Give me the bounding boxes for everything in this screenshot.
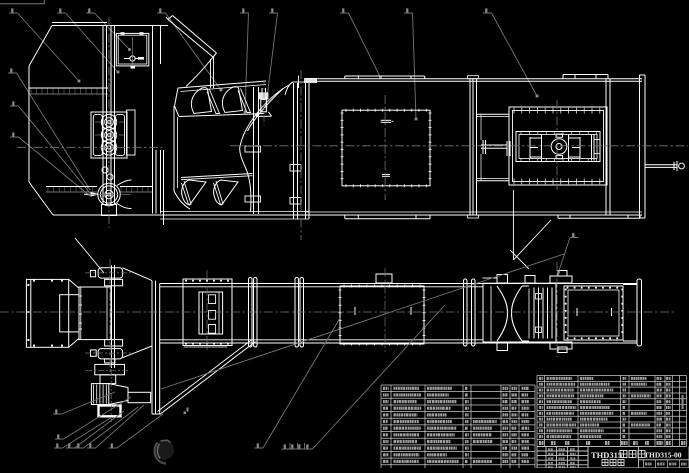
svg-text:THD315: THD315: [591, 450, 622, 460]
svg-text:THD315-00: THD315-00: [644, 451, 682, 460]
